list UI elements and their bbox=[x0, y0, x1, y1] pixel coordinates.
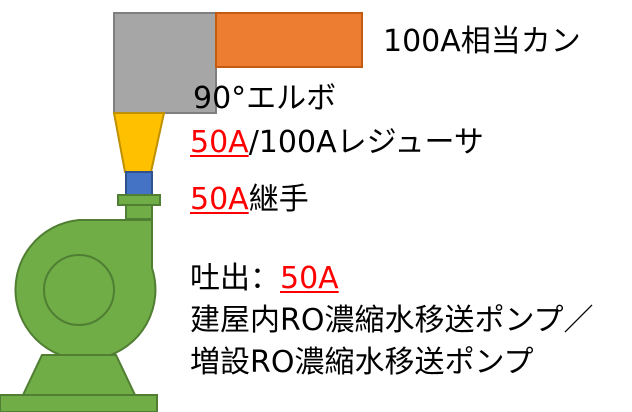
pump-impeller bbox=[43, 254, 115, 326]
reducer-size: 50A bbox=[190, 125, 249, 160]
discharge-flange bbox=[117, 194, 161, 206]
reducer-label-text: /100Aレジューサ bbox=[248, 125, 484, 160]
can-label: 100A相当カン bbox=[383, 25, 581, 59]
pump-name-line1: 建屋内RO濃縮水移送ポンプ／ bbox=[190, 304, 594, 338]
reducer-50a-100a bbox=[112, 112, 166, 173]
pump-name-line1-text: 建屋内RO濃縮水移送ポンプ／ bbox=[190, 303, 594, 338]
joint-label-text: 継手 bbox=[248, 182, 309, 217]
pump-pedestal bbox=[21, 354, 137, 396]
elbow-90-degree bbox=[113, 12, 217, 114]
discharge-size: 50A bbox=[280, 261, 339, 296]
pump-base bbox=[0, 394, 158, 412]
discharge-neck bbox=[125, 204, 153, 220]
elbow-label-text: 90°エルボ bbox=[193, 81, 337, 116]
pump-name-line2: 増設RO濃縮水移送ポンプ bbox=[190, 346, 534, 380]
discharge-label: 吐出：50A bbox=[190, 262, 339, 296]
joint-label: 50A継手 bbox=[190, 183, 309, 217]
reducer-label: 50A/100Aレジューサ bbox=[190, 126, 484, 160]
joint-size: 50A bbox=[190, 182, 249, 217]
joint-50a bbox=[125, 171, 153, 196]
elbow-label: 90°エルボ bbox=[193, 82, 336, 116]
can-100a bbox=[215, 12, 363, 68]
discharge-prefix: 吐出： bbox=[190, 261, 280, 296]
can-label-text: 100A相当カン bbox=[383, 24, 581, 59]
pump-name-line2-text: 増設RO濃縮水移送ポンプ bbox=[190, 345, 534, 380]
